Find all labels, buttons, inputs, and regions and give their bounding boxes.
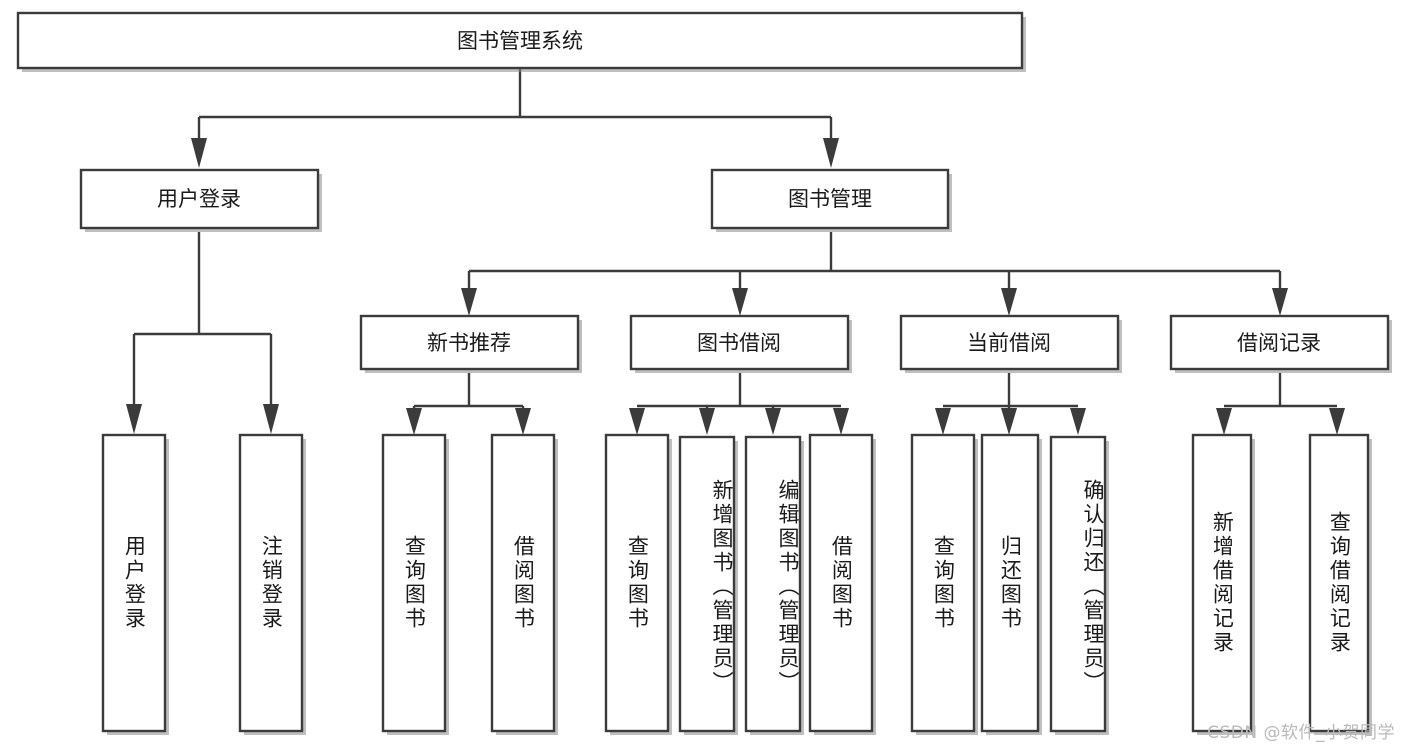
arrow-to-new-book-recommend bbox=[461, 288, 477, 316]
user-login-label: 用户登录 bbox=[157, 187, 241, 211]
new-book-recommend-label: 新书推荐 bbox=[427, 331, 511, 355]
leaf-user-login-box[interactable] bbox=[101, 433, 167, 733]
leaf-borrow-book-1-box[interactable] bbox=[490, 433, 556, 733]
leaf-confirm-return-box[interactable] bbox=[1049, 435, 1107, 733]
leaf-add-book-box[interactable] bbox=[678, 435, 736, 733]
arrow-root-to-user-login bbox=[191, 138, 207, 168]
arrow-to-leaf-query-book-3 bbox=[935, 408, 951, 435]
horizontal-label-group: 图书管理系统 用户登录 图书管理 新书推荐 图书借阅 当前借阅 借阅记录 bbox=[157, 29, 1321, 355]
leaf-query-book-1-box[interactable] bbox=[381, 433, 447, 733]
book-manage-label: 图书管理 bbox=[788, 187, 872, 211]
arrow-to-leaf-borrow-book-2 bbox=[833, 408, 849, 435]
root-label: 图书管理系统 bbox=[457, 29, 583, 53]
arrow-to-leaf-confirm-return bbox=[1070, 408, 1086, 435]
arrow-to-leaf-query-book-2 bbox=[629, 408, 645, 435]
arrow-root-to-book-manage bbox=[823, 138, 839, 168]
csdn-watermark: CSDN @软件_小贺同学 bbox=[1207, 723, 1395, 743]
arrow-to-leaf-edit-book bbox=[765, 408, 781, 435]
arrow-to-leaf-add-record bbox=[1216, 408, 1232, 435]
borrow-record-box[interactable] bbox=[1169, 314, 1390, 371]
arrow-to-leaf-query-book-1 bbox=[406, 408, 422, 435]
arrow-to-current-borrow bbox=[1001, 288, 1017, 316]
user-login-box[interactable] bbox=[79, 168, 320, 230]
leaf-query-book-3-box[interactable] bbox=[910, 433, 976, 733]
leaf-add-record-box[interactable] bbox=[1191, 433, 1253, 733]
arrow-to-leaf-return-book bbox=[1001, 408, 1017, 435]
arrow-to-leaf-query-record bbox=[1329, 408, 1345, 435]
current-borrow-box[interactable] bbox=[899, 314, 1120, 371]
leaf-query-record-box[interactable] bbox=[1308, 433, 1370, 733]
arrow-to-book-borrow bbox=[732, 288, 748, 316]
arrow-to-leaf-add-book bbox=[699, 408, 715, 435]
arrow-to-leaf-logout-login bbox=[263, 404, 279, 434]
leaf-edit-book-box[interactable] bbox=[744, 435, 802, 733]
new-book-recommend-box[interactable] bbox=[359, 314, 580, 371]
book-borrow-box[interactable] bbox=[629, 314, 850, 371]
leaf-return-book-box[interactable] bbox=[980, 433, 1040, 733]
current-borrow-label: 当前借阅 bbox=[967, 331, 1051, 355]
leaf-query-book-2-box[interactable] bbox=[604, 433, 670, 733]
arrow-to-leaf-borrow-book-1 bbox=[515, 408, 531, 435]
leaf-logout-login-box[interactable] bbox=[238, 433, 304, 733]
book-manage-box[interactable] bbox=[710, 168, 950, 230]
borrow-record-label: 借阅记录 bbox=[1237, 331, 1321, 355]
connector-group bbox=[126, 68, 1345, 435]
root-box[interactable] bbox=[16, 11, 1024, 70]
arrow-to-leaf-user-login bbox=[126, 404, 142, 434]
arrow-to-borrow-record bbox=[1272, 288, 1288, 316]
book-borrow-label: 图书借阅 bbox=[697, 331, 781, 355]
leaf-borrow-book-2-box[interactable] bbox=[808, 433, 874, 733]
node-box-group bbox=[16, 11, 1392, 735]
